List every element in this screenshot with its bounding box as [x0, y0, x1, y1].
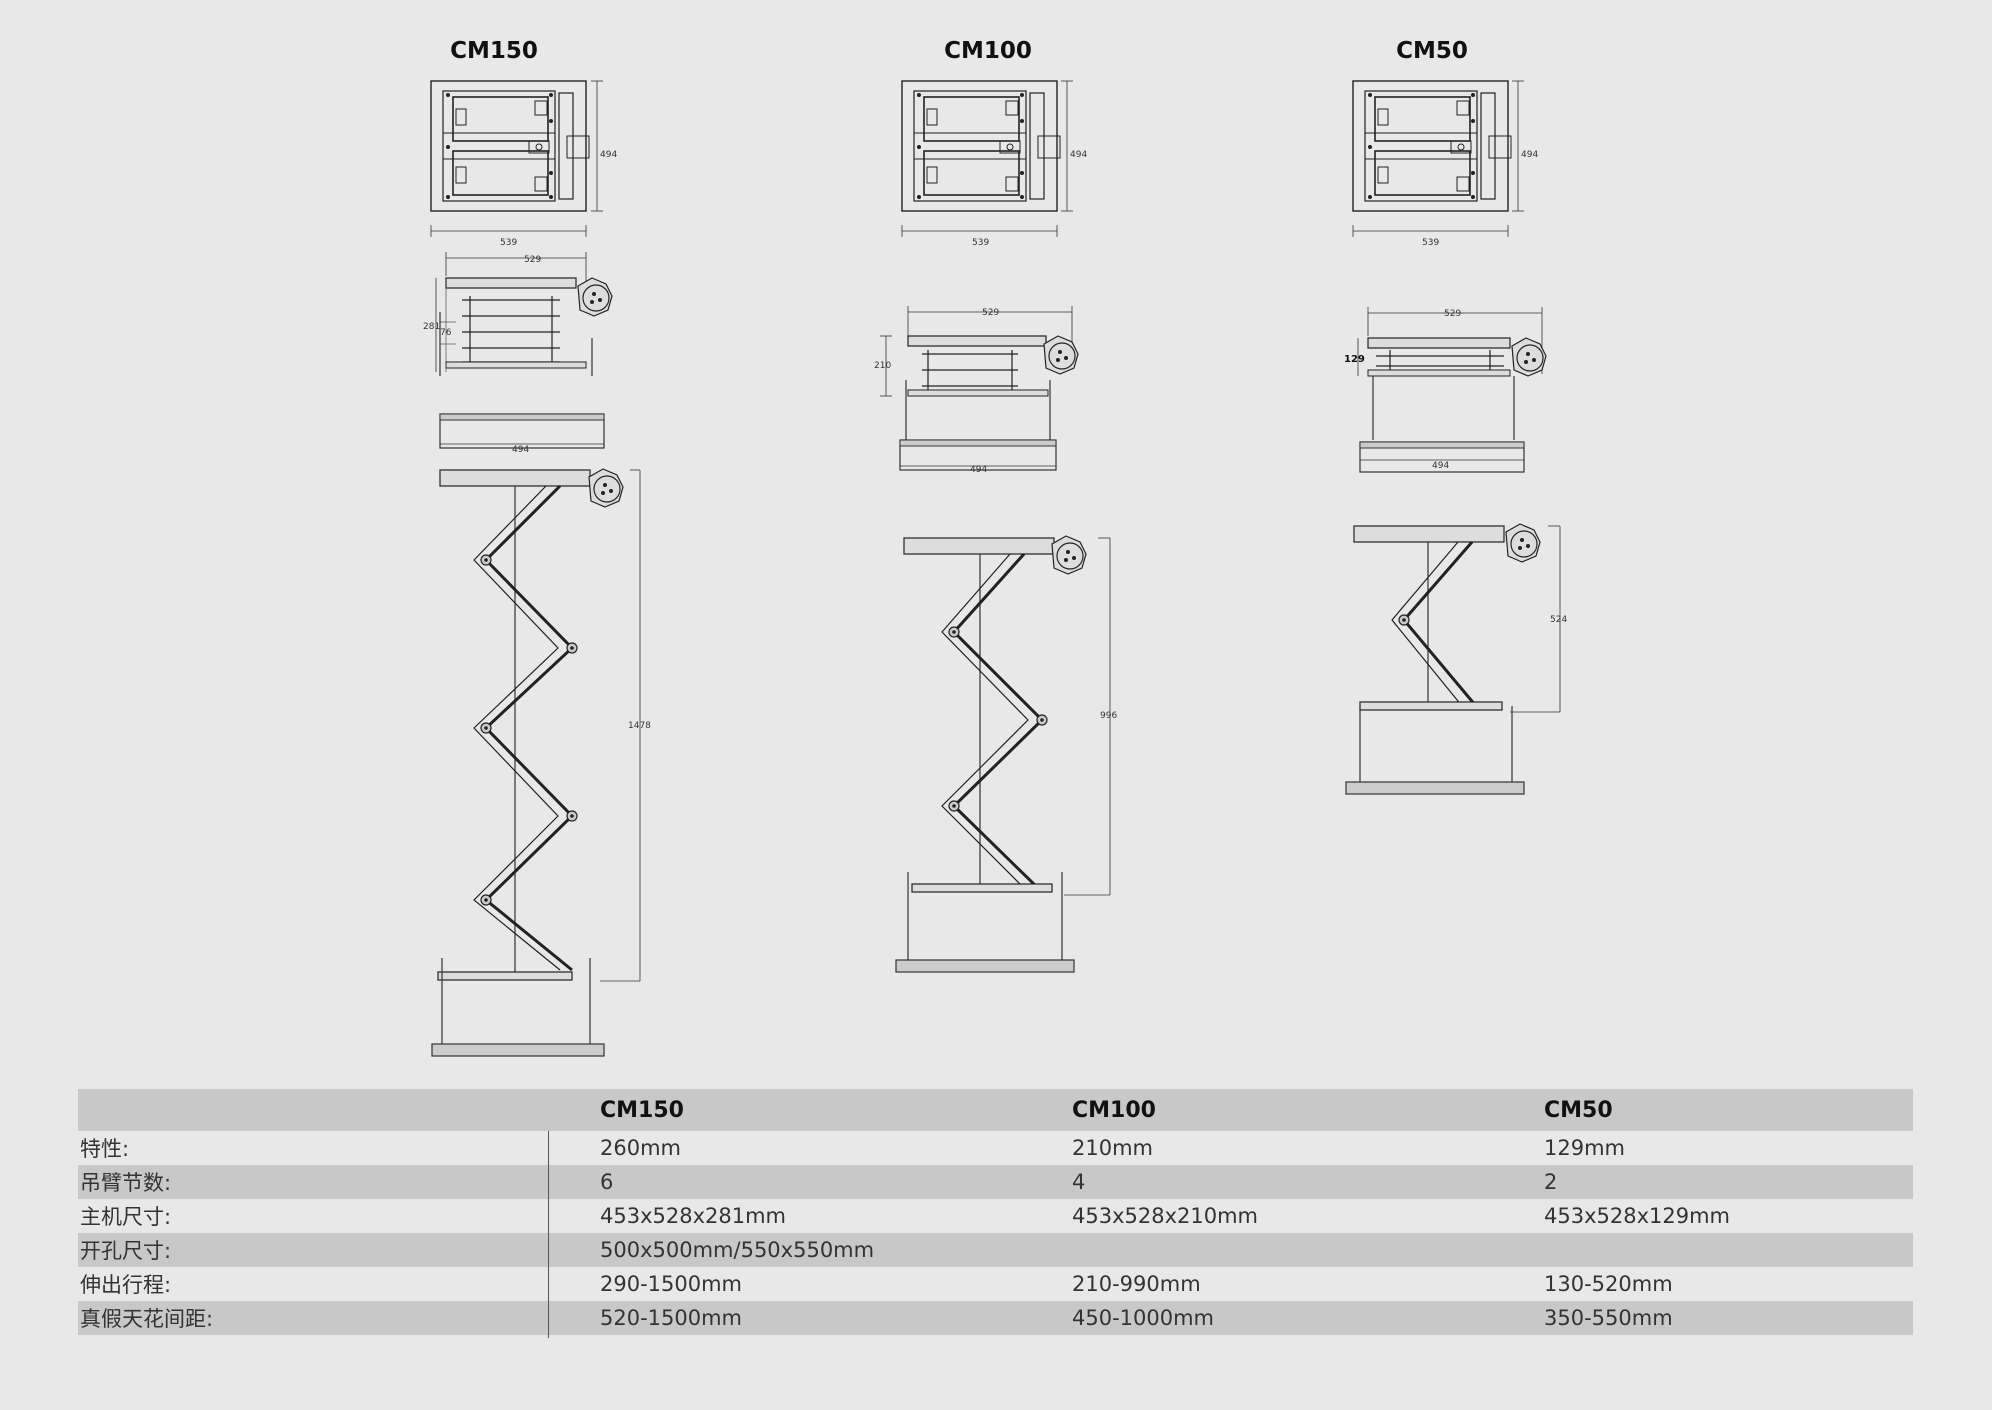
- dim-cm150-unit: 76: [440, 328, 452, 338]
- cell-cm150: 290-1500mm: [600, 1272, 743, 1296]
- technical-drawings: 539 494 529 281 76 494: [423, 80, 1567, 1057]
- cm100-top-view: 539 494: [901, 80, 1087, 248]
- dim-cm50-height: 129: [1344, 354, 1365, 365]
- row-label: 真假天花间距:: [80, 1307, 214, 1331]
- dim-cm100-base: 494: [970, 465, 987, 475]
- dim-cm50-top-width: 539: [1422, 238, 1439, 248]
- dim-cm100-side-width: 529: [982, 308, 999, 318]
- cell-cm50: 129mm: [1544, 1136, 1625, 1160]
- table-row: 主机尺寸: 453x528x281mm 453x528x210mm 453x52…: [78, 1199, 1913, 1233]
- cell-cm50: 350-550mm: [1544, 1306, 1673, 1330]
- dim-cm150-side-width: 529: [524, 255, 541, 265]
- dim-cm150-height: 281: [423, 322, 440, 332]
- dim-cm100-top-width: 539: [972, 238, 989, 248]
- title-cm50: CM50: [1396, 38, 1468, 64]
- cell-cm50: 2: [1544, 1170, 1558, 1194]
- row-label: 伸出行程:: [80, 1273, 172, 1297]
- spec-table: CM150 CM100 CM50 特性: 260mm 210mm 129mm 吊…: [78, 1089, 1913, 1335]
- header-cell-cm100: CM100: [1072, 1097, 1156, 1123]
- dim-cm50-travel: 524: [1550, 615, 1567, 625]
- cm100-retracted-side-view: 529 210 494: [874, 306, 1079, 475]
- table-row: 开孔尺寸: 500x500mm/550x550mm: [78, 1233, 1913, 1267]
- table-header-row: CM150 CM100 CM50: [78, 1089, 1913, 1131]
- dim-cm150-base: 494: [512, 445, 529, 455]
- table-row: 吊臂节数: 6 4 2: [78, 1165, 1913, 1199]
- cm150-top-view: 539 494: [430, 80, 617, 248]
- table-row: 真假天花间距: 520-1500mm 450-1000mm 350-550mm: [78, 1301, 1913, 1335]
- cell-cm150: 6: [600, 1170, 614, 1194]
- table-row: 特性: 260mm 210mm 129mm: [78, 1131, 1913, 1165]
- cm50-extended-view: 524: [1345, 523, 1567, 795]
- dim-cm150-travel: 1478: [628, 721, 651, 731]
- row-label: 主机尺寸:: [80, 1205, 172, 1229]
- cell-cm50: 453x528x129mm: [1544, 1204, 1731, 1228]
- cell-cm150: 260mm: [600, 1136, 681, 1160]
- cell-cm50: 130-520mm: [1544, 1272, 1673, 1296]
- title-cm100: CM100: [944, 38, 1032, 64]
- table-row: 伸出行程: 290-1500mm 210-990mm 130-520mm: [78, 1267, 1913, 1301]
- dim-cm50-side-width: 529: [1444, 309, 1461, 319]
- cell-cm150: 453x528x281mm: [600, 1204, 787, 1228]
- cell-cm100: 210-990mm: [1072, 1272, 1201, 1296]
- cell-cm150: 500x500mm/550x550mm: [600, 1238, 875, 1262]
- cm100-extended-view: 996: [895, 535, 1117, 973]
- dim-cm150-top-height: 494: [600, 150, 617, 160]
- header-cell-cm50: CM50: [1544, 1097, 1613, 1123]
- cell-cm150: 520-1500mm: [600, 1306, 743, 1330]
- table-column-divider: [548, 1131, 549, 1338]
- dim-cm50-top-height: 494: [1521, 150, 1538, 160]
- cm50-retracted-side-view: 529 129 494: [1344, 307, 1547, 473]
- cell-cm100: 450-1000mm: [1072, 1306, 1215, 1330]
- row-label: 开孔尺寸:: [80, 1239, 172, 1263]
- cell-cm100: 453x528x210mm: [1072, 1204, 1259, 1228]
- dim-cm100-travel: 996: [1100, 711, 1117, 721]
- dim-cm100-top-height: 494: [1070, 150, 1087, 160]
- cm150-extended-view: 1478: [431, 468, 651, 1057]
- dim-cm50-base: 494: [1432, 461, 1449, 471]
- dim-cm150-top-width: 539: [500, 238, 517, 248]
- cell-cm100: 4: [1072, 1170, 1086, 1194]
- cm150-retracted-side-view: 529 281 76 494: [423, 252, 613, 455]
- dim-cm100-height: 210: [874, 361, 891, 371]
- cell-cm100: 210mm: [1072, 1136, 1153, 1160]
- header-cell-cm150: CM150: [600, 1097, 684, 1123]
- cm50-top-view: 539 494: [1352, 80, 1538, 248]
- row-label: 特性:: [80, 1137, 130, 1161]
- title-cm150: CM150: [450, 38, 538, 64]
- row-label: 吊臂节数:: [80, 1171, 172, 1195]
